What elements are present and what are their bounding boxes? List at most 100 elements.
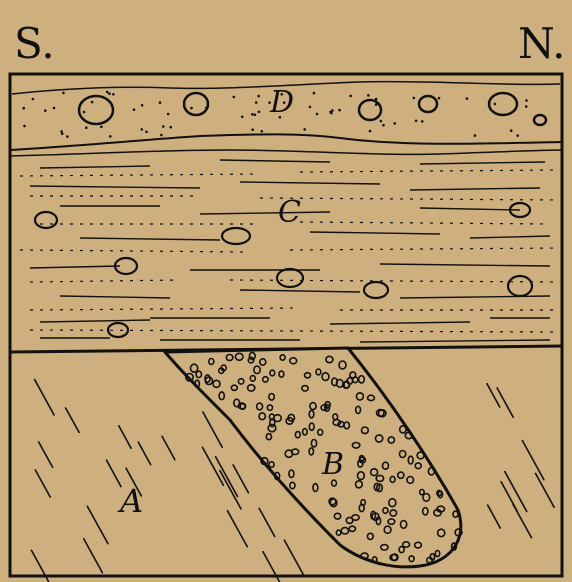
sand-dot [241, 116, 244, 119]
pebble [364, 282, 388, 298]
stratum-line [330, 322, 470, 324]
sand-dot [421, 120, 424, 123]
hatch-stroke [84, 539, 103, 573]
stratum-line [200, 212, 330, 214]
sand-dot [261, 130, 264, 133]
sand-dot [438, 97, 441, 100]
sand-dot [258, 111, 261, 114]
layer-c-strata-lines [30, 160, 550, 342]
sand-dot [141, 104, 144, 107]
sand-dot [413, 97, 416, 100]
hatch-stroke [35, 470, 50, 497]
sand-dot [330, 112, 333, 115]
sand-dot [251, 113, 254, 116]
sand-dot [112, 93, 115, 96]
pebble [35, 212, 57, 228]
hatch-stroke [487, 384, 500, 407]
sand-dot [257, 95, 260, 98]
sand-dot [349, 95, 352, 98]
hatch-stroke [488, 505, 501, 528]
sand-dot [133, 108, 136, 111]
layer-d-label: D [269, 85, 294, 120]
sand-dot [106, 91, 109, 94]
sand-dot [23, 125, 26, 128]
sand-dot [162, 125, 165, 128]
sand-dot [525, 105, 528, 108]
dotted-line [30, 330, 560, 332]
boulder [79, 96, 113, 124]
pebble [222, 228, 250, 244]
sand-dot [380, 120, 383, 123]
sand-dot [141, 128, 144, 131]
section-frame [10, 74, 562, 576]
layer-d-boulders [79, 93, 546, 125]
sand-dot [91, 101, 94, 104]
stratum-line [80, 238, 220, 240]
boulder [359, 100, 381, 120]
stratum-line [30, 186, 200, 188]
sand-dot [60, 130, 63, 133]
layer-b-label: B [321, 447, 344, 482]
hatch-stroke [220, 471, 241, 509]
sand-dot [510, 129, 513, 132]
layer-d: D [10, 82, 562, 150]
boulder [489, 93, 517, 115]
boulder [534, 115, 546, 125]
stratum-line [60, 296, 170, 298]
stratum-line [470, 236, 550, 238]
sand-dot [80, 102, 83, 105]
sand-dot [309, 106, 312, 109]
sand-dot [525, 99, 528, 102]
hatch-stroke [66, 408, 80, 432]
hatch-stroke [162, 436, 175, 459]
sand-dot [393, 122, 396, 125]
stratum-line [40, 320, 150, 322]
sand-dot [109, 135, 112, 138]
stratum-line [410, 188, 540, 190]
hatch-stroke [227, 511, 247, 547]
sand-dot [313, 92, 316, 95]
pebble [277, 269, 303, 287]
sand-dot [415, 120, 418, 123]
hatch-stroke [497, 388, 513, 417]
stratum-line [30, 266, 120, 268]
dotted-line [300, 170, 560, 172]
stratum-line [40, 166, 150, 168]
hatch-stroke [87, 506, 108, 543]
sand-dot [108, 92, 111, 95]
sand-dot [367, 94, 370, 97]
hatch-stroke [119, 426, 131, 449]
stratum-line [240, 290, 360, 292]
hatch-stroke [203, 412, 222, 447]
sand-dot [369, 130, 372, 133]
sand-dot [251, 128, 254, 131]
hatch-stroke [522, 441, 544, 480]
layer-a-label: A [117, 482, 143, 520]
layer-c-label: C [278, 195, 301, 230]
sand-dot [32, 98, 35, 101]
sand-dot [375, 98, 378, 101]
sand-dot [494, 103, 497, 106]
sand-dot [233, 96, 236, 99]
dotted-line [290, 248, 560, 250]
stratum-line [220, 160, 330, 162]
hatch-stroke [39, 442, 53, 467]
hatch-stroke [35, 380, 54, 415]
hatch-stroke [505, 472, 527, 512]
sand-dot [303, 128, 306, 131]
sand-dot [66, 135, 69, 138]
sand-dot [83, 111, 86, 114]
stratum-line [420, 162, 545, 164]
stratum-line [400, 296, 550, 298]
layer-d-boundary [10, 134, 562, 150]
stratum-line [240, 182, 380, 184]
hatch-stroke [536, 473, 555, 507]
sand-dot [159, 101, 162, 104]
sand-dot [255, 101, 258, 104]
hatch-stroke [284, 540, 303, 574]
dotted-line [20, 174, 260, 176]
sand-dot [160, 134, 163, 137]
sand-dot [254, 114, 257, 117]
stratum-line [360, 340, 550, 342]
